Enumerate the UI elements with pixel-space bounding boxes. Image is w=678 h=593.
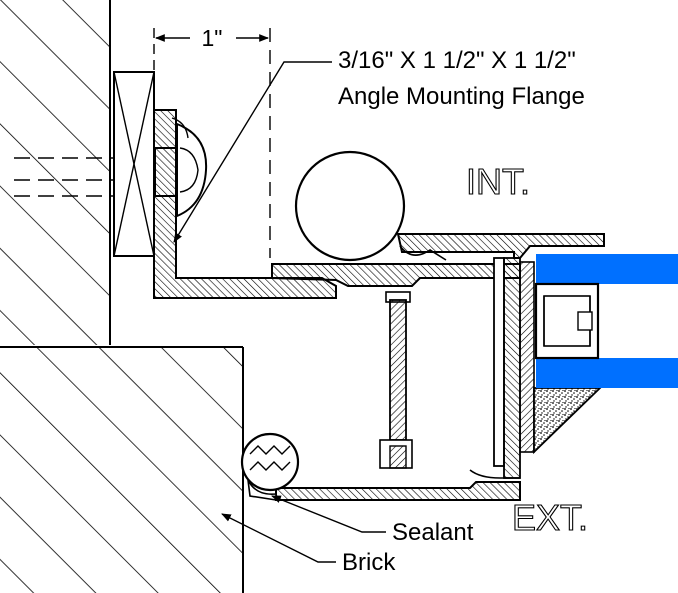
exterior-label: EXT. — [512, 497, 588, 538]
glass-spacer — [534, 282, 600, 360]
flange-callout: 3/16" X 1 1/2" X 1 1/2" Angle Mounting F… — [173, 47, 585, 243]
brick-label: Brick — [342, 549, 396, 576]
glazing-sealant — [533, 387, 603, 455]
dimension-label: 1" — [202, 25, 223, 51]
backer-rod-circle — [294, 150, 406, 262]
glazing-pocket — [396, 233, 605, 479]
flange-name-label: Angle Mounting Flange — [338, 83, 585, 110]
sealant-label: Sealant — [392, 519, 474, 546]
brick-callout: Brick — [221, 513, 396, 576]
sealant-callout: Sealant — [271, 495, 474, 546]
dimension-1-inch: 1" — [153, 25, 271, 258]
brick-block — [0, 346, 244, 593]
glass-pane-top — [536, 254, 678, 284]
shim-washer — [113, 71, 155, 257]
frame-web — [379, 291, 413, 469]
glass-pane-bottom — [536, 358, 678, 388]
frame-bottom-rail — [275, 481, 521, 501]
interior-label: INT. — [466, 161, 530, 202]
flange-size-label: 3/16" X 1 1/2" X 1 1/2" — [338, 47, 576, 74]
glass-panes — [536, 254, 678, 388]
upper-wall — [0, 0, 111, 345]
